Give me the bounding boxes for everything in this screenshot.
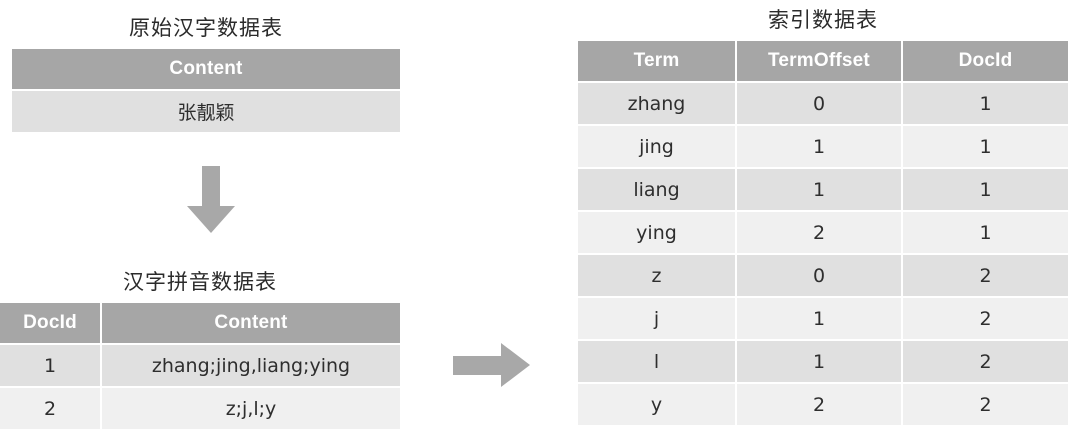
cell-term: y (578, 384, 737, 427)
arrow-down-icon (186, 166, 236, 234)
table-row: 张靓颖 (12, 91, 400, 134)
index-table-title: 索引数据表 (768, 8, 878, 32)
cell-termoffset: 0 (737, 83, 903, 126)
cell-docid: 1 (903, 126, 1068, 169)
cell-term: jing (578, 126, 737, 169)
cell-term: liang (578, 169, 737, 212)
table-row: z 0 2 (578, 255, 1068, 298)
pinyin-table-title: 汉字拼音数据表 (123, 270, 277, 294)
cell-docid: 2 (0, 388, 102, 431)
cell-docid: 2 (903, 384, 1068, 427)
table-header-row: DocId Content (0, 303, 400, 345)
cell-termoffset: 1 (737, 126, 903, 169)
source-table: Content 张靓颖 (12, 49, 400, 134)
arrow-right-icon (453, 343, 531, 388)
cell-term: z (578, 255, 737, 298)
source-table-title: 原始汉字数据表 (129, 16, 283, 40)
source-table-panel: 原始汉字数据表 Content 张靓颖 (12, 18, 400, 134)
table-row: jing 1 1 (578, 126, 1068, 169)
column-header-termoffset: TermOffset (737, 41, 903, 83)
cell-termoffset: 1 (737, 341, 903, 384)
column-header-docid: DocId (0, 303, 102, 345)
cell-term: l (578, 341, 737, 384)
table-header-row: Term TermOffset DocId (578, 41, 1068, 83)
table-row: y 2 2 (578, 384, 1068, 427)
table-row: j 1 2 (578, 298, 1068, 341)
cell-termoffset: 2 (737, 384, 903, 427)
cell-term: ying (578, 212, 737, 255)
cell-docid: 2 (903, 298, 1068, 341)
cell-term: j (578, 298, 737, 341)
cell-docid: 1 (0, 345, 102, 388)
column-header-content: Content (12, 49, 400, 91)
cell-docid: 1 (903, 212, 1068, 255)
table-row: ying 2 1 (578, 212, 1068, 255)
cell-termoffset: 0 (737, 255, 903, 298)
cell-docid: 2 (903, 341, 1068, 384)
table-row: liang 1 1 (578, 169, 1068, 212)
table-row: l 1 2 (578, 341, 1068, 384)
pinyin-table: DocId Content 1 zhang;jing,liang;ying 2 … (0, 303, 400, 431)
pinyin-table-panel: 汉字拼音数据表 DocId Content 1 zhang;jing,liang… (0, 272, 400, 431)
table-header-row: Content (12, 49, 400, 91)
column-header-content: Content (102, 303, 400, 345)
table-row: zhang 0 1 (578, 83, 1068, 126)
index-table-panel: 索引数据表 Term TermOffset DocId zhang 0 1 (578, 10, 1068, 427)
column-header-term: Term (578, 41, 737, 83)
cell-docid: 2 (903, 255, 1068, 298)
cell-termoffset: 2 (737, 212, 903, 255)
index-table: Term TermOffset DocId zhang 0 1 jing 1 1… (578, 41, 1068, 427)
cell-docid: 1 (903, 83, 1068, 126)
table-row: 1 zhang;jing,liang;ying (0, 345, 400, 388)
cell-content: z;j,l;y (102, 388, 400, 431)
cell-content: 张靓颖 (12, 91, 400, 134)
table-row: 2 z;j,l;y (0, 388, 400, 431)
column-header-docid: DocId (903, 41, 1068, 83)
cell-term: zhang (578, 83, 737, 126)
cell-termoffset: 1 (737, 298, 903, 341)
cell-docid: 1 (903, 169, 1068, 212)
cell-termoffset: 1 (737, 169, 903, 212)
cell-content: zhang;jing,liang;ying (102, 345, 400, 388)
